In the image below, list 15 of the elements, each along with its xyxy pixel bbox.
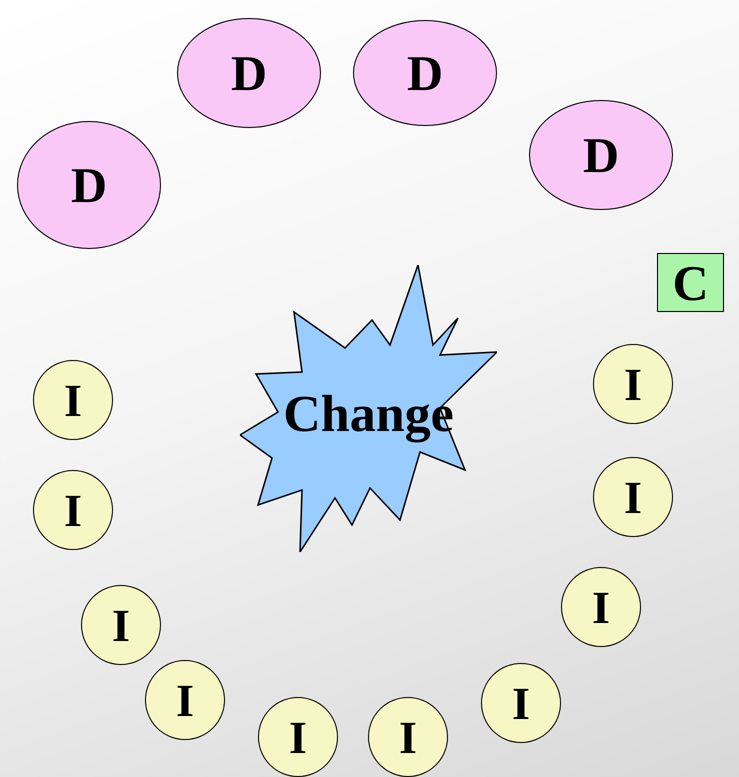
oval-node: D: [353, 20, 497, 126]
circle-node: I: [561, 567, 641, 647]
circle-node: I: [258, 697, 338, 777]
circle-node: I: [33, 360, 113, 440]
circle-node: I: [81, 585, 161, 665]
circle-node: I: [145, 660, 225, 740]
circle-node: I: [593, 344, 673, 424]
circle-node: I: [368, 697, 448, 777]
circle-node: I: [481, 663, 561, 743]
oval-node: D: [529, 100, 673, 210]
oval-node: D: [17, 121, 161, 249]
oval-node: D: [177, 18, 321, 128]
circle-node: I: [593, 457, 673, 537]
circle-node: I: [33, 470, 113, 550]
square-node: C: [657, 253, 724, 312]
